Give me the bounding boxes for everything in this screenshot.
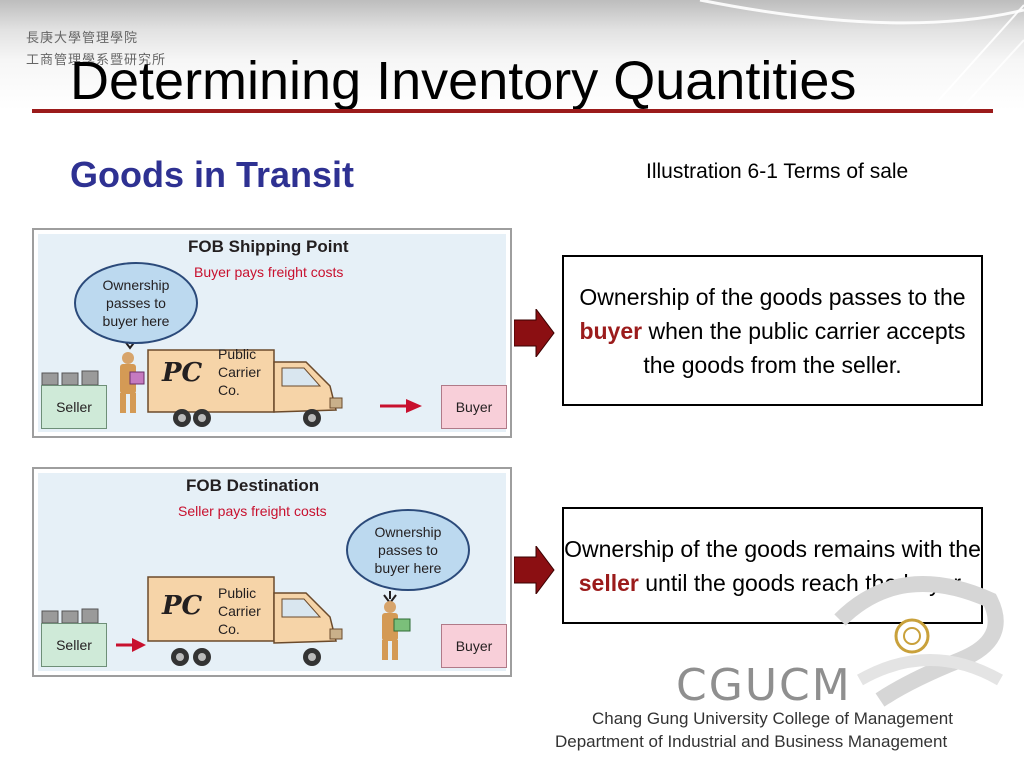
explanation-text-part: Ownership of the goods remains with the xyxy=(564,535,981,562)
highlighted-term: buyer xyxy=(579,317,643,344)
right-pointer-arrow-icon xyxy=(514,309,555,357)
slide-subtitle: Goods in Transit xyxy=(70,154,355,195)
worker-figure-icon xyxy=(382,601,411,660)
explanation-text-part: Ownership of the goods passes to the xyxy=(579,283,966,310)
truck-icon xyxy=(147,576,343,666)
institution-name-line2: 工商管理學系暨研究所 xyxy=(26,53,167,68)
footer-college-name: Chang Gung University College of Managem… xyxy=(592,709,953,728)
seller-goods-icon xyxy=(41,608,99,624)
scene-title: FOB Destination xyxy=(186,476,320,495)
fob-destination-illustration: FOB Destination Seller pays freight cost… xyxy=(32,467,512,677)
slide-title: Determining Inventory Quantities xyxy=(70,51,857,111)
carrier-logo: PC xyxy=(162,358,203,388)
ownership-bubble: Ownership passes to buyer here xyxy=(74,262,198,344)
truck-label: Public Carrier Co. xyxy=(218,346,261,398)
right-arrow-icon xyxy=(380,399,422,413)
fob-shipping-point-illustration: FOB Shipping Point Buyer pays freight co… xyxy=(32,228,512,438)
footer-department-name: Department of Industrial and Business Ma… xyxy=(555,732,948,751)
scene-subtitle: Seller pays freight costs xyxy=(178,503,327,519)
explanation-text: Ownership of the goods remains with the … xyxy=(564,532,981,600)
right-pointer-arrow-icon xyxy=(514,546,555,594)
buyer-box: Buyer xyxy=(441,624,507,668)
shipping-point-explanation-box: Ownership of the goods passes to the buy… xyxy=(562,255,983,406)
ownership-bubble-text: Ownership passes to buyer here xyxy=(102,277,170,329)
right-arrow-icon xyxy=(116,638,146,652)
worker-figure-icon xyxy=(120,352,145,413)
seller-box: Seller xyxy=(41,385,107,429)
buyer-box: Buyer xyxy=(441,385,507,429)
institution-name-line1: 長庚大學管理學院 xyxy=(26,31,139,46)
seller-box: Seller xyxy=(41,623,107,667)
highlighted-term: seller xyxy=(578,569,639,596)
title-underline-rule xyxy=(32,109,993,113)
illustration-caption: Illustration 6-1 Terms of sale xyxy=(646,160,909,183)
explanation-text-part: when the public carrier accepts the good… xyxy=(642,317,966,378)
scene-subtitle: Buyer pays freight costs xyxy=(194,264,344,280)
header-swoosh-decoration xyxy=(699,0,1024,111)
scene-artwork xyxy=(41,576,411,666)
footer-logo-text: CGUCM xyxy=(676,660,852,711)
truck-label: Public Carrier Co. xyxy=(218,585,261,637)
scene-title: FOB Shipping Point xyxy=(188,237,349,256)
truck-icon xyxy=(147,349,343,427)
destination-explanation-box: Ownership of the goods remains with the … xyxy=(562,507,983,624)
scene-artwork xyxy=(41,332,422,427)
emblem-icon xyxy=(894,618,930,654)
ownership-bubble: Ownership passes to buyer here xyxy=(346,509,470,591)
explanation-text: Ownership of the goods passes to the buy… xyxy=(564,280,981,382)
carrier-logo: PC xyxy=(162,591,203,621)
ownership-bubble-text: Ownership passes to buyer here xyxy=(374,524,442,576)
